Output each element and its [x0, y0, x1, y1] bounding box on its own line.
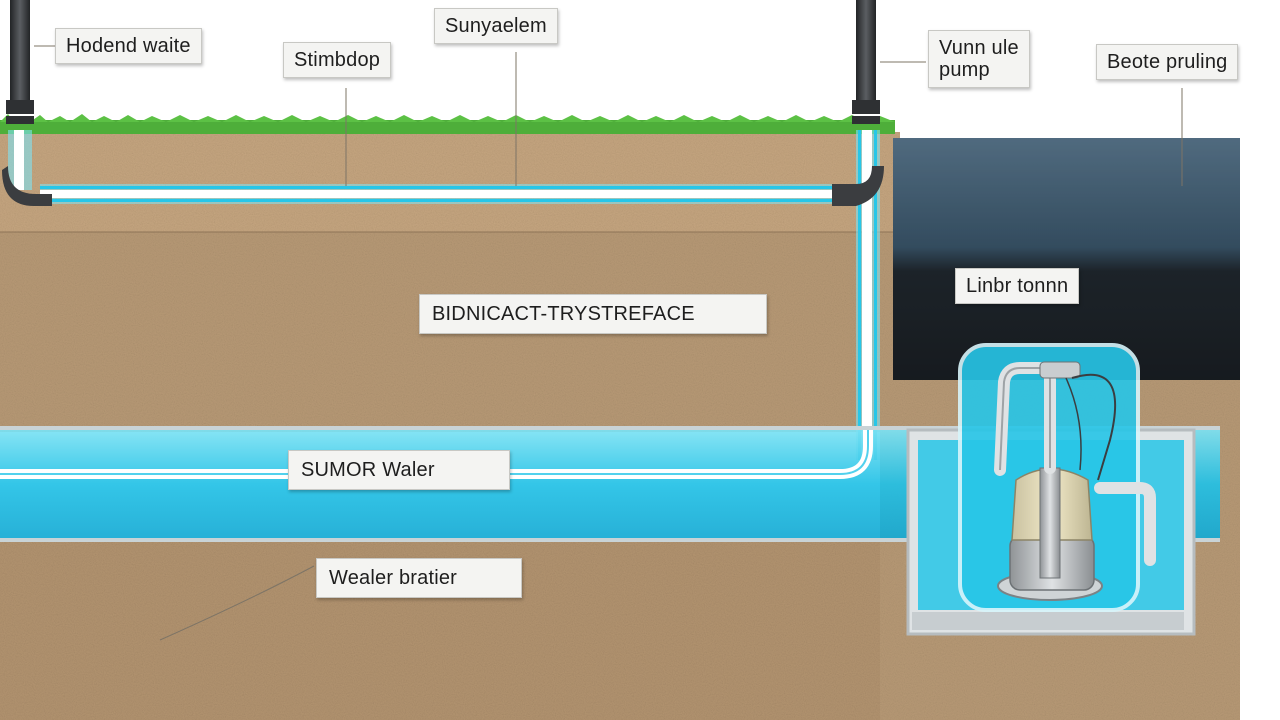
sump-pump [994, 361, 1156, 601]
grass-blades [0, 114, 895, 122]
label-sunyaelem: Sunyaelem [434, 8, 558, 44]
right-downpipe [832, 0, 884, 206]
label-surface-layer: BIDNICACT-TRYSTREFACE [419, 294, 767, 334]
grass-strip [0, 120, 895, 134]
left-vertical-pipe [8, 130, 32, 190]
label-hodend-waite: Hodend waite [55, 28, 202, 64]
shallow-drain-pipe [40, 184, 840, 204]
label-beote-pruling: Beote pruling [1096, 44, 1239, 80]
label-vunn-ule-pump: Vunn ule pump [928, 30, 1030, 88]
label-linbr-tonnn: Linbr tonnn [955, 268, 1080, 304]
leader-lines [34, 45, 1183, 641]
left-downpipe [2, 0, 52, 206]
label-wealer-bratier: Wealer bratier [316, 558, 522, 598]
label-stimbdop: Stimbdop [283, 42, 392, 78]
soil-top-layer [0, 132, 900, 232]
label-sumor-waler: SUMOR Waler [288, 450, 510, 490]
